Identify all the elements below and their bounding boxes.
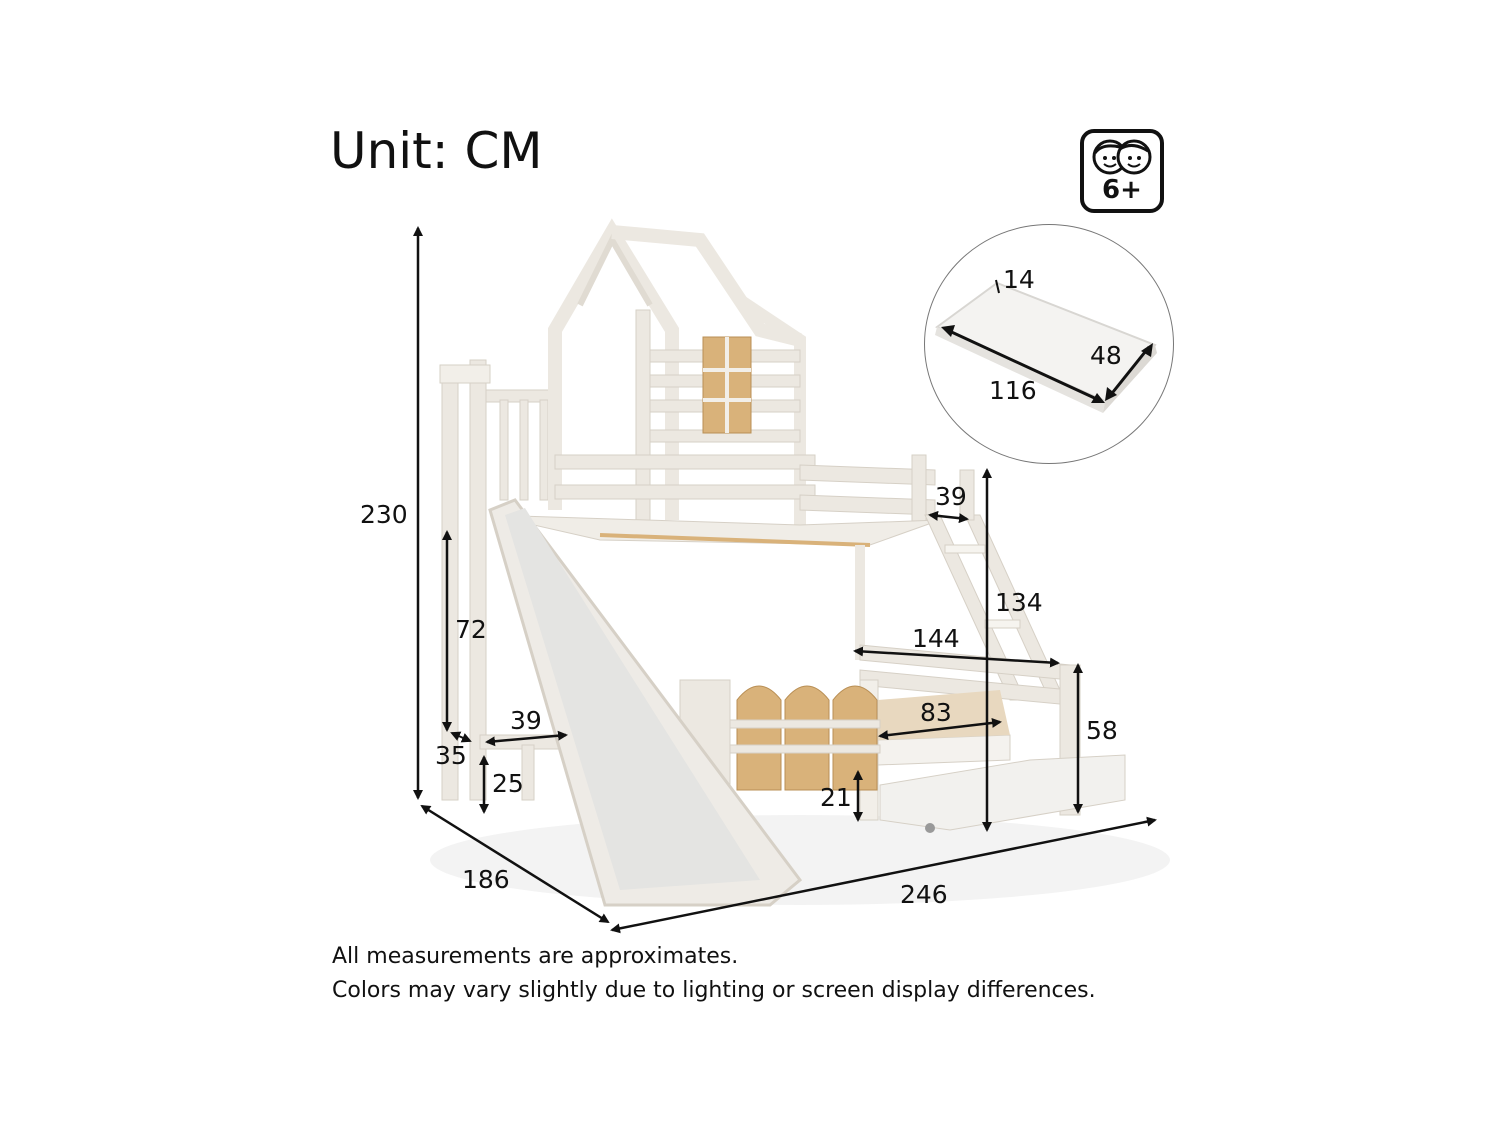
depth-label: 186 [462,865,510,894]
total-length-label: 246 [900,880,948,909]
total-height-label: 230 [360,500,408,529]
lower-bed-length-label: 144 [912,624,960,653]
drawer-height-label: 14 [1003,265,1035,294]
step-width-label: 39 [510,706,542,735]
drawer-width-label: 48 [1090,341,1122,370]
note-colors: Colors may vary slightly due to lighting… [332,978,1096,1003]
drawer-length-label: 116 [989,376,1037,405]
drawer-inset: 14 116 48 [924,224,1174,464]
ladder-width-label: 39 [935,482,967,511]
unit-label: Unit: CM [330,122,543,180]
age-label: 6+ [1102,175,1142,205]
lower-bed-width-label: 83 [920,698,952,727]
drawer-illustration [935,279,1157,413]
note-measurements: All measurements are approximates. [332,944,739,969]
kids-faces-icon [1092,139,1152,175]
under-bed-clearance-label: 21 [820,783,852,812]
disclaimer-notes: All measurements are approximates. Color… [332,940,1096,1008]
step-height-label: 25 [492,769,524,798]
slide-platform-height-label: 72 [455,615,487,644]
age-badge: 6+ [1080,129,1164,213]
lower-bed-height-label: 58 [1086,716,1118,745]
ladder-height-label: 134 [995,588,1043,617]
step-depth-label: 35 [435,741,467,770]
